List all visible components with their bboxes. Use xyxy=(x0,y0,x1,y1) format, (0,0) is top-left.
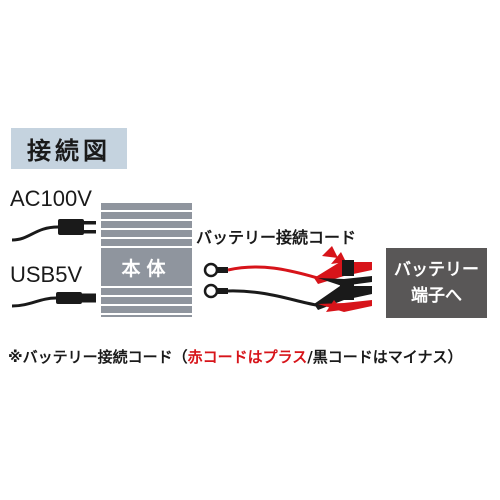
black-wire xyxy=(227,289,317,307)
red-clamp-icon xyxy=(314,246,372,286)
device-label: 本体 xyxy=(121,257,172,280)
cable-label: バッテリー接続コード xyxy=(196,228,357,247)
diagram-title: 接続図 xyxy=(11,128,127,169)
note-suffix: /黒コードはマイナス） xyxy=(307,348,463,366)
device-body xyxy=(101,203,192,317)
battery-terminal-box: バッテリー 端子へ xyxy=(386,248,487,318)
footnote: ※バッテリー接続コード（赤コードはプラス/黒コードはマイナス） xyxy=(8,346,498,367)
ac-source-label: AC100V xyxy=(10,186,92,211)
red-wire xyxy=(227,265,319,280)
target-line-1: バッテリー xyxy=(394,260,479,280)
usb-plug-icon xyxy=(11,292,96,308)
note-prefix: ※バッテリー接続コード（ xyxy=(8,348,188,366)
ring-terminal-icon xyxy=(203,262,228,299)
ac-plug-icon xyxy=(11,219,96,242)
usb-source-label: USB5V xyxy=(10,262,83,287)
black-clamp-icon xyxy=(314,284,372,312)
target-line-2: 端子へ xyxy=(411,286,462,306)
note-red-part: 赤コードはプラス xyxy=(187,348,308,366)
